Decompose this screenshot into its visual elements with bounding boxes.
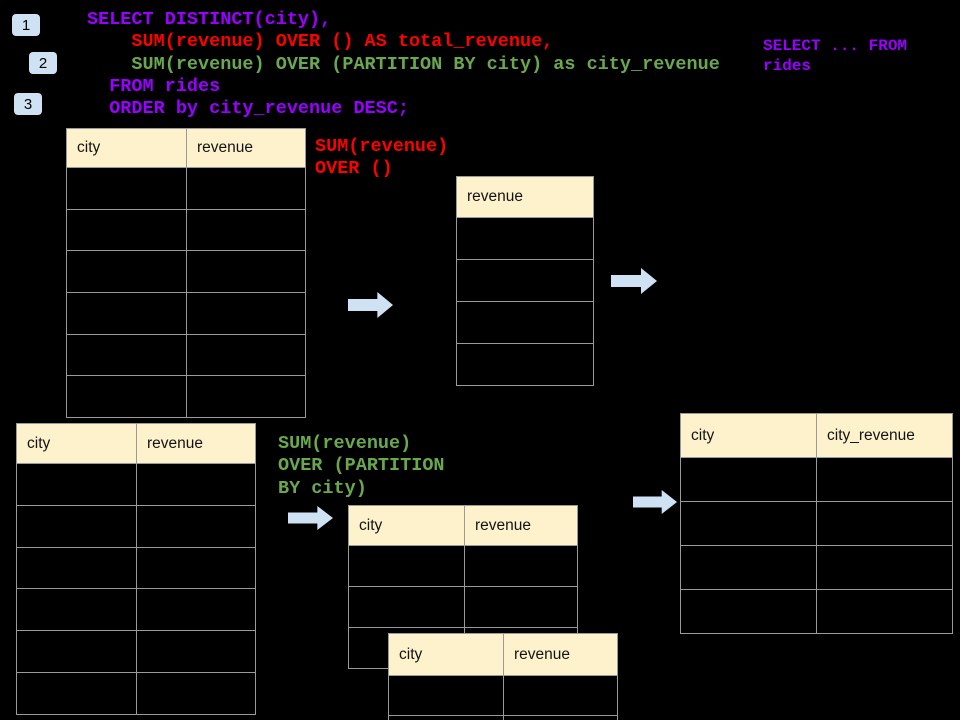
code-line: SUM(revenue) OVER () AS total_revenue, (87, 31, 554, 53)
empty-cell (817, 590, 953, 634)
empty-cell (17, 505, 137, 548)
empty-cell (137, 464, 256, 506)
flow-arrow-partition-result-icon (633, 490, 677, 514)
column-header: city (389, 634, 504, 676)
empty-cell (817, 546, 953, 590)
code-line: SELECT DISTINCT(city), (87, 9, 332, 30)
sql-query-code: SELECT DISTINCT(city), SUM(revenue) OVER… (87, 9, 720, 120)
column-header: city (17, 424, 137, 464)
column-header: city (681, 414, 817, 458)
code-line: OVER () (315, 158, 393, 180)
empty-cell (17, 672, 137, 715)
empty-cell (457, 218, 594, 260)
empty-cell (17, 589, 137, 632)
empty-cell (187, 168, 306, 210)
code-line: SUM(revenue) OVER (PARTITION BY city) as… (87, 53, 720, 75)
code-line: SELECT ... FROM (763, 37, 908, 55)
empty-cell (349, 546, 465, 587)
code-line: OVER (PARTITION (278, 455, 445, 477)
flow-arrow-total-icon (348, 292, 393, 318)
empty-cell (187, 251, 306, 294)
empty-cell (137, 631, 256, 673)
empty-cell (349, 587, 465, 628)
empty-cell (457, 344, 594, 386)
empty-cell (465, 546, 578, 587)
empty-cell (681, 502, 817, 546)
column-header: revenue (187, 129, 306, 168)
empty-cell (817, 502, 953, 546)
empty-cell (17, 547, 137, 590)
flow-arrow-partition-icon (288, 506, 333, 530)
empty-cell (187, 376, 306, 419)
empty-cell (17, 631, 137, 673)
empty-cell (465, 587, 578, 628)
empty-cell (187, 293, 306, 335)
empty-cell (67, 293, 187, 335)
column-header: revenue (504, 634, 618, 676)
code-line: ORDER by city_revenue DESC; (87, 98, 409, 120)
empty-cell (137, 505, 256, 548)
empty-cell (67, 209, 187, 252)
empty-cell (457, 302, 594, 344)
empty-cell (389, 676, 504, 716)
code-line: rides (763, 57, 812, 75)
empty-cell (67, 168, 187, 210)
empty-cell (681, 590, 817, 634)
column-header: city (67, 129, 187, 168)
empty-cell (137, 547, 256, 590)
column-header: revenue (137, 424, 256, 464)
column-header: revenue (457, 177, 594, 218)
empty-cell (817, 458, 953, 502)
table-total-revenue: revenue (456, 176, 594, 386)
empty-cell (457, 260, 594, 302)
code-line: FROM rides (87, 75, 221, 97)
sql-from-rides-note: SELECT ... FROM rides (763, 36, 907, 76)
step-badge-2: 2 (29, 52, 57, 74)
column-header: city (349, 506, 465, 546)
step-badge-3: 3 (14, 93, 42, 115)
code-line: SUM(revenue) (315, 136, 449, 157)
empty-cell (389, 716, 504, 720)
step-badge-1: 1 (12, 14, 40, 36)
empty-cell (137, 672, 256, 715)
empty-cell (681, 546, 817, 590)
empty-cell (67, 376, 187, 419)
empty-cell (681, 458, 817, 502)
empty-cell (67, 334, 187, 377)
empty-cell (504, 676, 618, 716)
empty-cell (67, 251, 187, 294)
empty-cell (504, 716, 618, 720)
empty-cell (137, 589, 256, 632)
annotation-sum-over-total: SUM(revenue)OVER () (315, 136, 448, 181)
column-header: revenue (465, 506, 578, 546)
empty-cell (17, 464, 137, 506)
empty-cell (187, 209, 306, 252)
code-line: SUM(revenue) (278, 433, 412, 454)
column-header: city_revenue (817, 414, 953, 458)
flow-arrow-total-result-icon (611, 268, 657, 294)
code-line: BY city) (278, 477, 367, 499)
empty-cell (187, 334, 306, 377)
